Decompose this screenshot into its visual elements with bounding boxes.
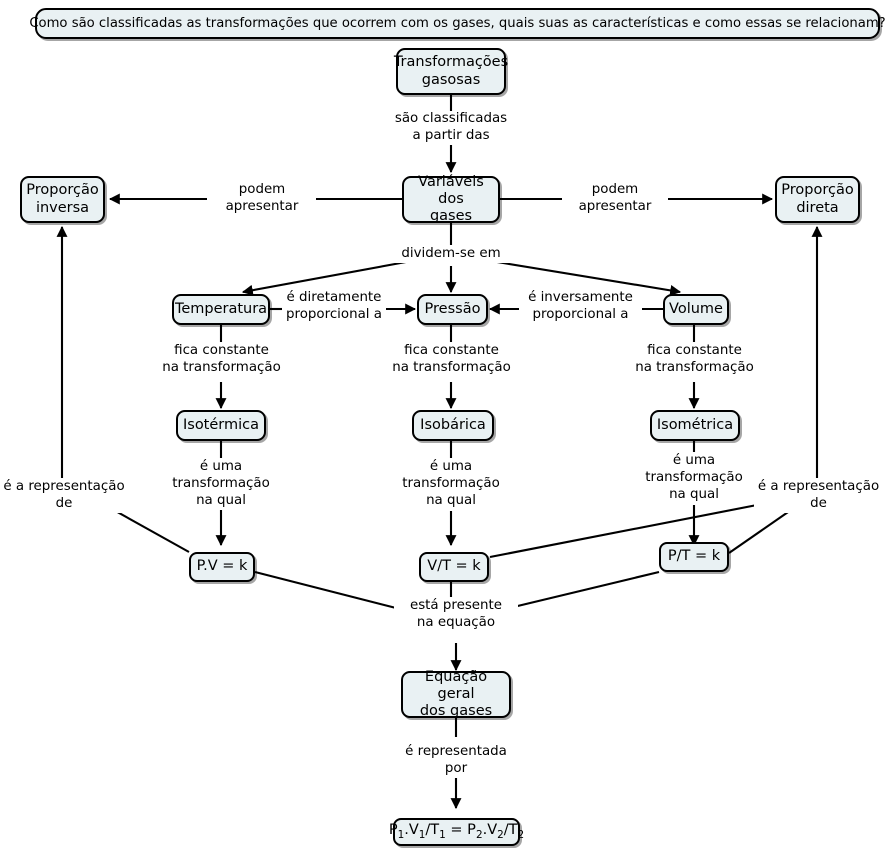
node-variaveis-dos-gases[interactable]: Variáveis dos gases [402, 174, 500, 224]
node-equation-pv[interactable]: P.V = k [189, 552, 255, 582]
edge-pt-to-esta-presente [504, 570, 660, 611]
node-proporcao-direta[interactable]: Proporção direta [775, 176, 860, 223]
question-text: Como são classificadas as transformações… [29, 15, 886, 31]
link-label-e-a-representacao-de-direita: é a representação de [754, 479, 883, 513]
node-formula-geral[interactable]: P1.V1/T1 = P2.V2/T2 [389, 818, 524, 846]
link-label-sao-classificadas-a-partir-das: são classificadas a partir das [376, 111, 526, 145]
link-label-dividem-se-em: dividem-se em [391, 246, 511, 263]
node-isotermica[interactable]: Isotérmica [176, 410, 266, 441]
node-isobarica[interactable]: Isobárica [412, 410, 494, 441]
link-label-e-uma-transformacao-na-qual-isometrica: é uma transformação na qual [631, 453, 757, 504]
link-label-podem-apresentar-esquerda: podem apresentar [208, 182, 316, 216]
link-label-e-diretamente-proporcional-a: é diretamente proporcional a [282, 290, 386, 324]
link-label-e-uma-transformacao-na-qual-isobarica: é uma transformação na qual [388, 459, 514, 510]
edge-pv-to-esta-presente [254, 570, 401, 611]
node-volume[interactable]: Volume [663, 294, 729, 325]
edge-dividem-to-volume [496, 260, 682, 296]
node-isometrica[interactable]: Isométrica [650, 410, 740, 441]
link-label-e-representada-por: é representada por [394, 744, 518, 778]
node-equation-vt[interactable]: V/T = k [419, 552, 489, 582]
link-label-fica-constante-temperatura: fica constante na transformação [155, 343, 288, 377]
link-label-e-a-representacao-de-esquerda: é a representação de [0, 479, 128, 513]
node-proporcao-inversa[interactable]: Proporção inversa [20, 176, 105, 223]
node-equation-pt[interactable]: P/T = k [659, 542, 729, 572]
question-box: Como são classificadas as transformações… [29, 8, 886, 39]
node-transformacoes-gasosas[interactable]: Transformações gasosas [394, 48, 508, 95]
node-equacao-geral-dos-gases[interactable]: Equação geral dos gases [401, 669, 511, 719]
link-label-e-uma-transformacao-na-qual-isotermica: é uma transformação na qual [158, 459, 284, 510]
node-temperatura[interactable]: Temperatura [172, 294, 270, 325]
edge-dividem-to-temperatura [241, 260, 407, 296]
link-label-esta-presente-na-equacao: está presente na equação [394, 598, 518, 632]
formula-text: P1.V1/T1 = P2.V2/T2 [388, 822, 525, 842]
link-label-e-inversamente-proporcional-a: é inversamente proporcional a [519, 290, 642, 324]
edge-pt-to-right-label [728, 509, 792, 554]
link-label-fica-constante-pressao: fica constante na transformação [385, 343, 518, 377]
node-pressao[interactable]: Pressão [417, 294, 488, 325]
link-label-fica-constante-volume: fica constante na transformação [628, 343, 761, 377]
link-label-podem-apresentar-direita: podem apresentar [562, 182, 668, 216]
